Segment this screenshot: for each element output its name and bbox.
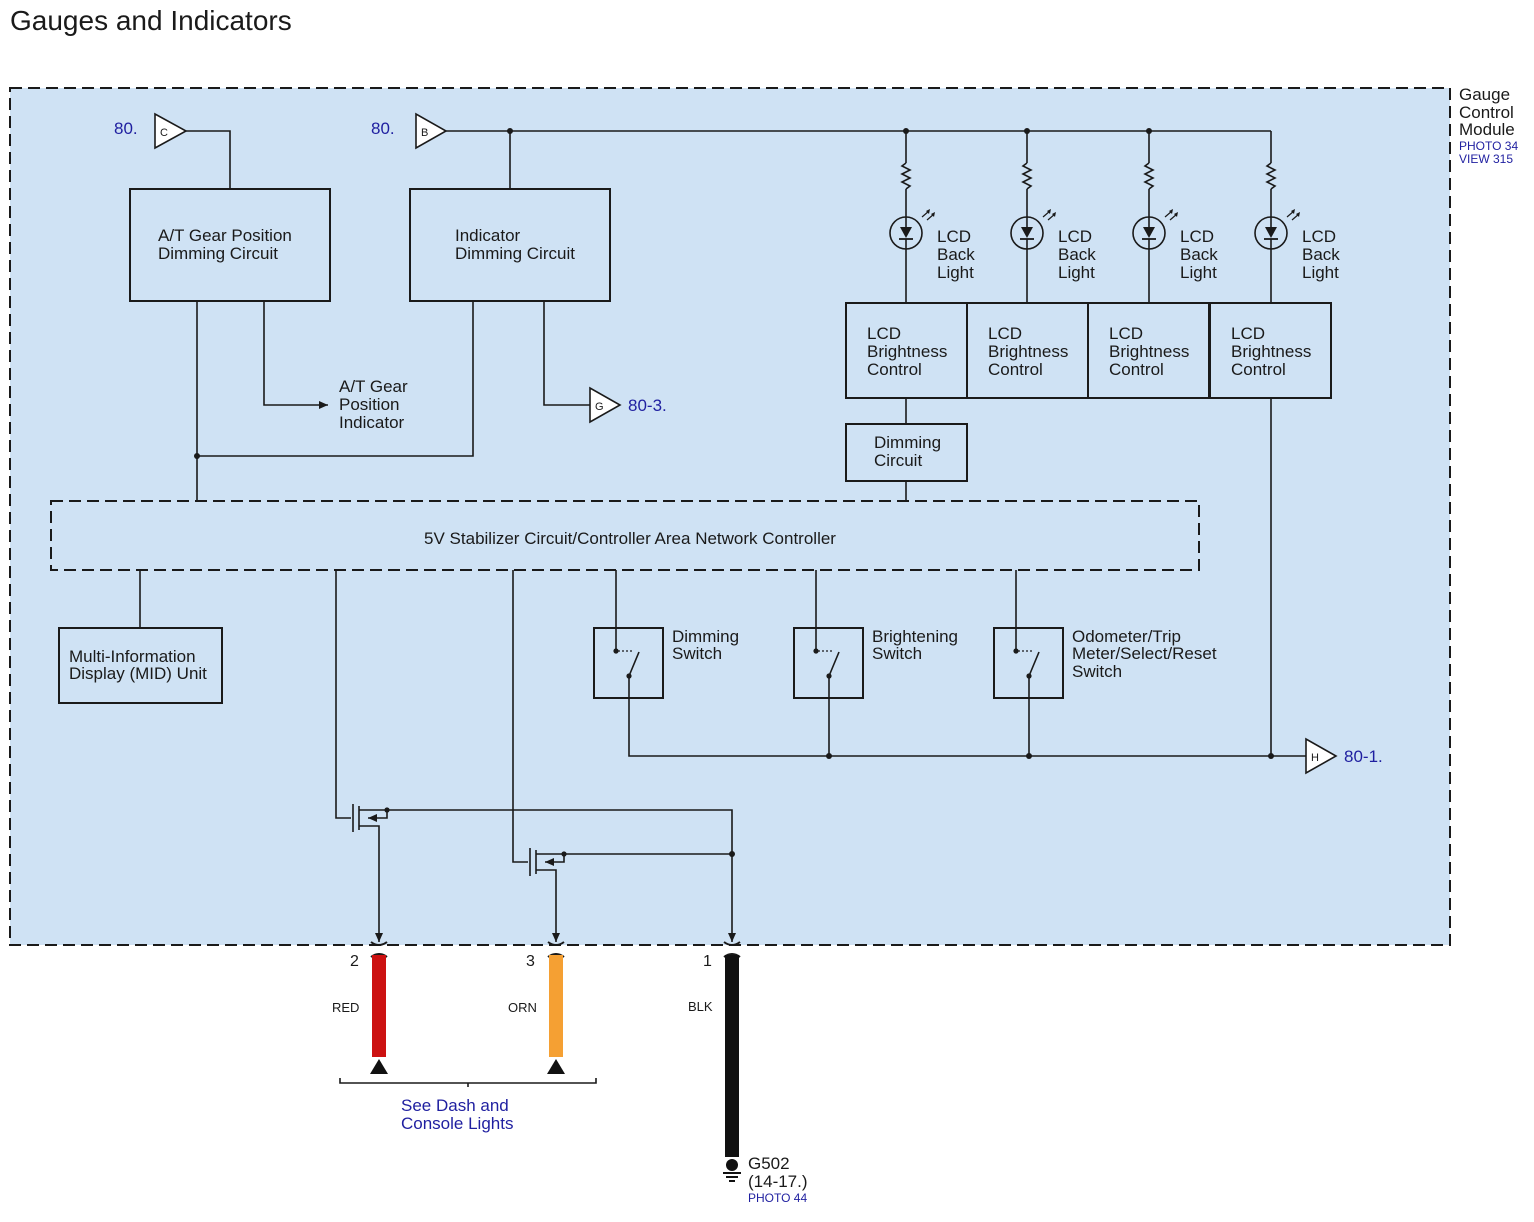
- odometer-switch-line-3: Switch: [1072, 662, 1122, 681]
- connector-b: 80. B: [371, 112, 448, 150]
- module-photo-ref[interactable]: PHOTO 34: [1459, 139, 1518, 153]
- mid-unit-line-1: Multi-Information: [69, 647, 196, 666]
- resistor-icon: [1265, 162, 1277, 190]
- pin-terminal-2: [547, 941, 565, 958]
- module-label: Gauge Control Module PHOTO 34 VIEW 315: [1459, 85, 1518, 166]
- wire-orange: 3 ORN: [508, 953, 565, 1074]
- lcd-brightness-label-1-3: Control: [867, 360, 922, 379]
- lcd-back-light-label-4-2: Back: [1302, 245, 1340, 264]
- lcd-back-light-label-4-1: LCD: [1302, 227, 1336, 246]
- indicator-dimming-line-1: Indicator: [455, 226, 521, 245]
- lcd-back-light-label-1-1: LCD: [937, 227, 971, 246]
- dimming-switch: [593, 570, 664, 699]
- connector-c: 80. C: [114, 112, 188, 150]
- dimming-circuit-line-2: Circuit: [874, 451, 922, 470]
- connector-h: H 80-1.: [1305, 737, 1383, 775]
- at-gear-position-indicator: A/T Gear Position Indicator: [339, 377, 408, 432]
- brightening-switch-line-1: Brightening: [872, 627, 958, 646]
- connector-b-ref[interactable]: 80.: [371, 119, 395, 138]
- ground-ref[interactable]: (14-17.): [748, 1172, 808, 1191]
- lcd-brightness-label-1-1: LCD: [867, 324, 901, 343]
- indicator-dimming-line-2: Dimming Circuit: [455, 244, 575, 263]
- connector-c-ref[interactable]: 80.: [114, 119, 138, 138]
- mid-unit-line-2: Display (MID) Unit: [69, 664, 207, 683]
- lcd-brightness-label-3-2: Brightness: [1109, 342, 1189, 361]
- lcd-back-light-label-2-1: LCD: [1058, 227, 1092, 246]
- lcd-brightness-label-1-2: Brightness: [867, 342, 947, 361]
- wire-black-label: BLK: [688, 999, 713, 1014]
- connector-g-letter: G: [595, 401, 604, 413]
- wire-orange-pin: 3: [526, 953, 535, 970]
- lcd-back-light-label-2-2: Back: [1058, 245, 1096, 264]
- pin-terminal-1: [370, 941, 388, 958]
- resistor-icon: [1143, 162, 1155, 190]
- dimming-switch-line-2: Switch: [672, 644, 722, 663]
- module-name-line-1: Gauge: [1459, 85, 1510, 104]
- at-gear-indicator-line-3: Indicator: [339, 413, 405, 432]
- see-note-line-1[interactable]: See Dash and: [401, 1096, 509, 1115]
- module-name-line-3: Module: [1459, 120, 1515, 139]
- lcd-brightness-label-4-1: LCD: [1231, 324, 1265, 343]
- wire-red-pin: 2: [350, 953, 359, 970]
- gauge-control-module-area: [9, 87, 1451, 946]
- lcd-brightness-label-4-3: Control: [1231, 360, 1286, 379]
- at-gear-indicator-line-1: A/T Gear: [339, 377, 408, 396]
- ground-g502: G502 (14-17.) PHOTO 44: [723, 1154, 808, 1205]
- at-gear-indicator-line-2: Position: [339, 395, 399, 414]
- connector-g-ref[interactable]: 80-3.: [628, 396, 667, 415]
- wire-red: 2 RED: [332, 953, 388, 1074]
- wire-black: 1 BLK: [688, 953, 739, 1157]
- lcd-brightness-label-3-1: LCD: [1109, 324, 1143, 343]
- lcd-back-light-label-3-2: Back: [1180, 245, 1218, 264]
- connector-h-ref[interactable]: 80-1.: [1344, 747, 1383, 766]
- ground-name: G502: [748, 1154, 790, 1173]
- lcd-brightness-label-4-2: Brightness: [1231, 342, 1311, 361]
- at-gear-dimming-line-1: A/T Gear Position: [158, 226, 292, 245]
- resistor-icon: [900, 162, 912, 190]
- mid-unit: Multi-Information Display (MID) Unit: [58, 627, 223, 704]
- brightening-switch-line-2: Switch: [872, 644, 922, 663]
- at-gear-position-dimming-circuit: A/T Gear Position Dimming Circuit: [129, 188, 331, 302]
- lcd-back-light-label-1-3: Light: [937, 263, 974, 282]
- lcd-back-light-label-3-1: LCD: [1180, 227, 1214, 246]
- lcd-back-light-label-4-3: Light: [1302, 263, 1339, 282]
- connector-c-letter: C: [160, 127, 168, 139]
- indicator-dimming-circuit: Indicator Dimming Circuit: [409, 188, 611, 302]
- resistor-icon: [1021, 162, 1033, 190]
- lcd-back-light-label-3-3: Light: [1180, 263, 1217, 282]
- led-icon: [889, 209, 935, 250]
- stabilizer-label: 5V Stabilizer Circuit/Controller Area Ne…: [424, 529, 836, 548]
- stabilizer-can-controller: 5V Stabilizer Circuit/Controller Area Ne…: [50, 500, 1200, 571]
- odometer-switch-line-1: Odometer/Trip: [1072, 627, 1181, 646]
- lcd-back-light-label-1-2: Back: [937, 245, 975, 264]
- see-note-line-2[interactable]: Console Lights: [401, 1114, 513, 1133]
- connector-g: G 80-3.: [589, 386, 667, 424]
- lcd-back-light-label-2-3: Light: [1058, 263, 1095, 282]
- connector-h-letter: H: [1311, 752, 1319, 764]
- see-dash-lights-note: See Dash and Console Lights: [339, 1078, 597, 1133]
- lcd-brightness-label-2-2: Brightness: [988, 342, 1068, 361]
- lcd-brightness-label-3-3: Control: [1109, 360, 1164, 379]
- wire-black-pin: 1: [703, 953, 712, 970]
- ground-icon: [726, 1159, 738, 1171]
- transistor-2: [512, 570, 567, 942]
- module-name-line-2: Control: [1459, 103, 1514, 122]
- pin-terminal-3: [723, 941, 741, 958]
- lcd-brightness-label-2-3: Control: [988, 360, 1043, 379]
- at-gear-dimming-line-2: Dimming Circuit: [158, 244, 278, 263]
- ground-photo-ref[interactable]: PHOTO 44: [748, 1191, 807, 1205]
- module-view-ref[interactable]: VIEW 315: [1459, 152, 1513, 166]
- page-title: Gauges and Indicators: [10, 5, 292, 36]
- wire-red-label: RED: [332, 1000, 359, 1015]
- dimming-switch-line-1: Dimming: [672, 627, 739, 646]
- lcd-brightness-label-2-1: LCD: [988, 324, 1022, 343]
- odometer-switch-line-2: Meter/Select/Reset: [1072, 644, 1217, 663]
- wire-orange-label: ORN: [508, 1000, 537, 1015]
- connector-b-letter: B: [421, 127, 428, 139]
- dimming-circuit-line-1: Dimming: [874, 433, 941, 452]
